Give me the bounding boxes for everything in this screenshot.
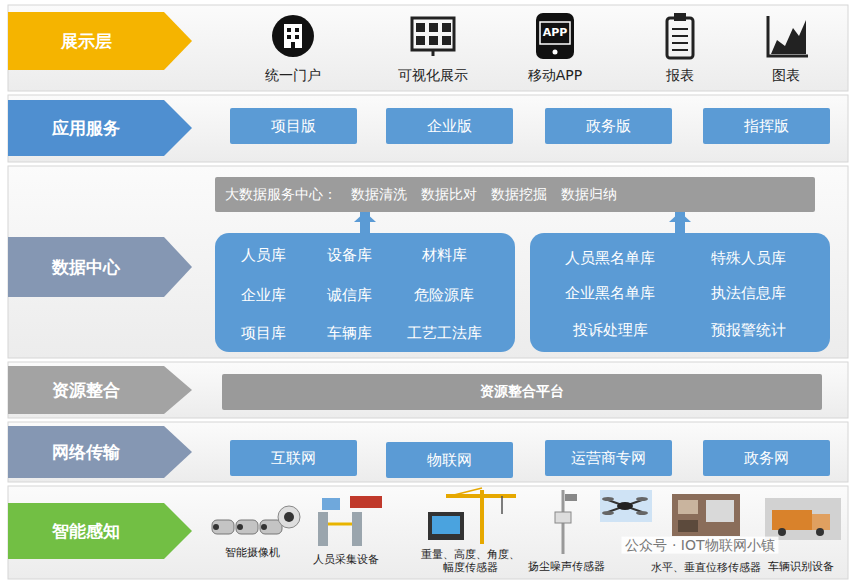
box-label: 数据归纳 <box>561 186 617 204</box>
network-box: 物联网 <box>386 442 513 478</box>
box-label: 企业版 <box>427 117 472 136</box>
box-label: 资源整合平台 <box>480 383 564 401</box>
box-label: 政务网 <box>744 449 789 468</box>
database-name: 工艺工法库 <box>407 324 482 343</box>
box-label: 数据清洗 <box>351 186 407 204</box>
box-label: 物联网 <box>427 451 472 470</box>
layer-chevron: 应用服务 <box>8 100 192 156</box>
version-box: 指挥版 <box>703 108 830 144</box>
drone-picture <box>600 490 652 522</box>
version-box: 项目版 <box>230 108 357 144</box>
icon-caption: 报表 <box>666 67 694 84</box>
truck-picture <box>765 498 841 540</box>
database-group: 人员黑名单库 特殊人员库企业黑名单库 执法信息库投诉处理库 预报警统计 <box>530 233 830 352</box>
database-group: 人员库 设备库 材料库企业库 诚信库 危险源库项目库 车辆库 工艺工法库 <box>215 233 515 352</box>
database-name: 人员库 <box>241 246 286 265</box>
portal-icon <box>272 15 314 57</box>
service-bar: 大数据服务中心： 数据清洗数据比对数据挖掘数据归纳 <box>215 177 815 212</box>
layer-name: 展示层 <box>61 30 112 53</box>
chevron-fill <box>8 12 192 70</box>
layer-chevron: 智能感知 <box>8 503 192 559</box>
dust-sensor-picture <box>555 490 577 554</box>
box-label: 指挥版 <box>744 117 789 136</box>
sensor-caption: 车辆识别设备 <box>768 560 834 573</box>
sensor-caption: 扬尘噪声传感器 <box>528 560 605 573</box>
database-name: 预报警统计 <box>711 321 786 340</box>
layer-chevron: 数据中心 <box>8 237 192 297</box>
layer-bands <box>8 5 848 579</box>
box-label: 政务版 <box>586 117 631 136</box>
chart-icon <box>768 16 808 56</box>
icon-caption: 统一门户 <box>265 67 321 84</box>
database-name: 投诉处理库 <box>573 321 648 340</box>
box-label: 数据挖掘 <box>491 186 547 204</box>
sensor-caption: 水平、垂直位移传感器 <box>651 561 761 574</box>
visual-icon <box>412 18 454 56</box>
layer-name: 资源整合 <box>52 379 120 402</box>
database-name: 设备库 <box>327 246 372 265</box>
layer-chevron: 资源整合 <box>8 366 192 414</box>
sensor-caption: 重量、高度、角度、幅度传感器 <box>420 548 520 574</box>
report-icon <box>667 13 693 58</box>
site-picture <box>672 494 740 536</box>
network-box: 政务网 <box>703 440 830 476</box>
box-label: 项目版 <box>271 117 316 136</box>
version-box: 政务版 <box>545 108 672 144</box>
database-name: 执法信息库 <box>711 284 786 303</box>
sensor-caption: 智能摄像机 <box>225 546 280 559</box>
database-name: 特殊人员库 <box>711 249 786 268</box>
gate-picture <box>318 496 382 546</box>
layer-name: 智能感知 <box>52 520 120 543</box>
chevron-fill <box>8 237 192 297</box>
box-label: 数据比对 <box>421 186 477 204</box>
icon-text: APP <box>543 26 568 39</box>
layer-name: 应用服务 <box>52 117 120 140</box>
app-icon <box>536 13 574 59</box>
chevron-fill <box>8 503 192 559</box>
chevron-fill <box>8 100 192 156</box>
database-name: 车辆库 <box>327 324 372 343</box>
camera-picture <box>212 506 300 534</box>
network-box: 互联网 <box>230 440 357 476</box>
database-name: 危险源库 <box>414 286 474 305</box>
box-label: 大数据服务中心： <box>225 186 337 204</box>
icon-caption: 移动APP <box>528 67 582 84</box>
box-label: 运营商专网 <box>571 449 646 468</box>
chevron-fill <box>8 366 192 414</box>
database-name: 企业库 <box>241 286 286 305</box>
database-name: 人员黑名单库 <box>565 249 655 268</box>
icon-caption: 可视化展示 <box>398 67 468 84</box>
icon-caption: 图表 <box>772 67 800 84</box>
database-name: 项目库 <box>241 324 286 343</box>
network-box: 运营商专网 <box>545 440 672 476</box>
crane-picture <box>428 488 516 544</box>
database-name: 材料库 <box>422 246 467 265</box>
platform-bar: 资源整合平台 <box>222 374 822 410</box>
layer-chevron: 展示层 <box>8 12 192 70</box>
layer-chevron: 网络传输 <box>8 426 192 478</box>
box-label: 互联网 <box>271 449 316 468</box>
layer-name: 数据中心 <box>52 256 120 279</box>
flow-arrow <box>675 212 685 233</box>
sensor-caption: 人员采集设备 <box>313 553 379 566</box>
chevron-fill <box>8 426 192 478</box>
database-name: 企业黑名单库 <box>565 284 655 303</box>
layer-name: 网络传输 <box>52 441 120 464</box>
database-name: 诚信库 <box>327 286 372 305</box>
version-box: 企业版 <box>386 108 513 144</box>
watermark: 公众号 · IOT物联网小镇 <box>621 537 778 554</box>
flow-arrow <box>360 212 370 233</box>
